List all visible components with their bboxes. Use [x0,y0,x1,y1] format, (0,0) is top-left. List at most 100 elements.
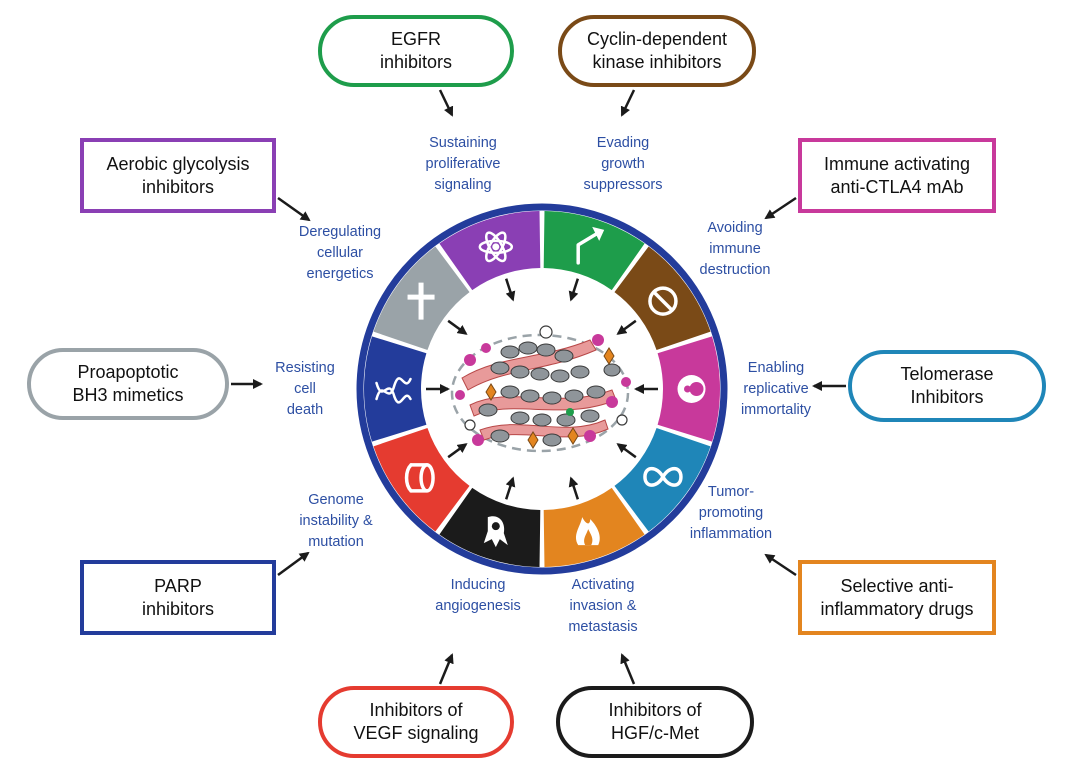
blood-vessel-icon [404,463,435,493]
drug-box-line: VEGF signaling [353,723,479,743]
drug-box-line: Selective anti- [840,575,954,596]
hallmark-label-immortality: Enabling replicative immortality [696,358,856,421]
hallmark-segment-genome [364,336,427,442]
hallmark-label-line: angiogenesis [435,598,521,614]
drug-box-vegf: Inhibitors of VEGF signaling [318,686,514,758]
hallmark-label-line: signaling [434,177,492,193]
arrow-cdk [620,89,636,117]
arrow-glycolysis [277,196,311,222]
hallmark-label-proliferative: Sustaining proliferative signaling [383,133,543,196]
arrow-antiinflammatory [764,553,797,577]
hallmark-label-growth: Evading growth suppressors [543,133,703,196]
arrow-ctla4 [764,196,797,220]
hallmark-label-line: inflammation [689,526,773,542]
drug-box-cdk: Cyclin-dependent kinase inhibitors [558,15,756,87]
infinity-icon [643,466,683,487]
inner-arrow-proliferative [568,278,580,302]
hallmark-label-line: death [286,402,324,418]
hallmark-label-line: mutation [308,534,364,550]
drug-box-line: Immune activating [823,153,971,174]
hallmark-label-line: invasion & [569,598,637,614]
hallmark-label-line: Tumor- [707,484,755,500]
hallmark-label-angiogenesis: Inducing angiogenesis [398,575,558,617]
hallmark-label-line: instability & [299,513,373,529]
inner-arrow-invasion [504,476,516,500]
drug-box-line: inflammatory drugs [820,598,974,619]
drug-box-line: Aerobic glycolysis [106,153,250,174]
invasive-cell-icon [483,516,508,548]
atom-icon [478,231,514,263]
drug-box-line: inhibitors [379,52,453,72]
inner-arrow-energetics [504,278,516,302]
inner-arrow-growth [616,319,637,335]
drug-box-line: Inhibitors of [608,700,702,720]
arrow-icon [576,226,605,265]
hallmark-label-line: growth [601,156,645,172]
drug-box-line: Proapoptotic [77,362,179,382]
drug-box-line: HGF/c-Met [611,723,699,743]
drug-box-line: Inhibitors [910,387,984,407]
inner-circle [424,271,660,507]
inner-arrow-death [447,319,468,335]
hallmark-label-line: Avoiding [707,220,763,236]
dna-icon [375,377,412,404]
drug-box-line: Cyclin-dependent [586,29,728,49]
hallmark-label-line: destruction [699,262,771,278]
hallmark-label-line: immune [709,241,761,257]
hallmark-segment-proliferative [543,211,645,291]
drug-box-hgf: Inhibitors of HGF/c-Met [556,686,754,758]
hallmark-label-line: proliferative [425,156,501,172]
arrow-vegf [438,653,454,685]
hallmark-label-immune: Avoiding immune destruction [655,218,815,281]
flame-icon [576,517,600,546]
prohibition-icon [648,286,678,316]
drug-box-line: inhibitors [141,176,215,197]
immune-cell-icon [677,375,706,403]
arrow-egfr [438,89,454,117]
drug-box-line: anti-CTLA4 mAb [830,176,964,197]
hallmark-label-line: Inducing [450,577,506,593]
hallmark-label-line: promoting [698,505,764,521]
hallmark-label-line: Deregulating [298,224,382,240]
outer-ring [356,203,728,575]
inner-arrow-angiogenesis [447,443,468,459]
drug-box-line: inhibitors [141,598,215,619]
hallmark-label-death: Resisting cell death [225,358,385,421]
hallmark-label-line: Genome [308,492,364,508]
hallmark-label-line: replicative [743,381,809,397]
hallmark-label-line: cellular [317,245,363,261]
hallmark-label-line: cell [294,381,316,397]
hallmark-label-line: Resisting [275,360,335,376]
hallmark-label-line: Activating [571,577,635,593]
arrow-parp [277,551,310,577]
hallmark-label-line: metastasis [568,619,638,635]
arrow-hgf [620,653,636,685]
hallmark-label-line: suppressors [583,177,663,193]
cross-icon [407,282,435,320]
hallmark-label-genome: Genome instability & mutation [256,490,416,553]
hallmark-label-inflammation: Tumor-promoting inflammation [651,482,811,545]
drug-box-antiinflammatory: Selective anti-inflammatory drugs [798,560,996,635]
hallmark-label-energetics: Deregulating cellular energetics [260,222,420,285]
hallmark-label-invasion: Activating invasion & metastasis [523,575,683,638]
drug-box-egfr: EGFR inhibitors [318,15,514,87]
tumor-cluster-image [450,325,631,453]
drug-box-line: Telomerase [900,364,994,384]
drug-box-line: kinase inhibitors [592,52,722,72]
drug-box-line: BH3 mimetics [72,385,184,405]
drug-box-line: Inhibitors of [369,700,463,720]
hallmark-label-line: Enabling [747,360,805,376]
hallmark-label-line: immortality [740,402,812,418]
hallmark-label-line: Evading [596,135,650,151]
drug-box-line: EGFR [390,29,441,49]
hallmark-label-line: Sustaining [429,135,497,151]
hallmark-label-line: energetics [306,266,374,282]
inner-arrow-immortality [616,443,637,459]
inner-arrow-inflammation [568,476,580,500]
